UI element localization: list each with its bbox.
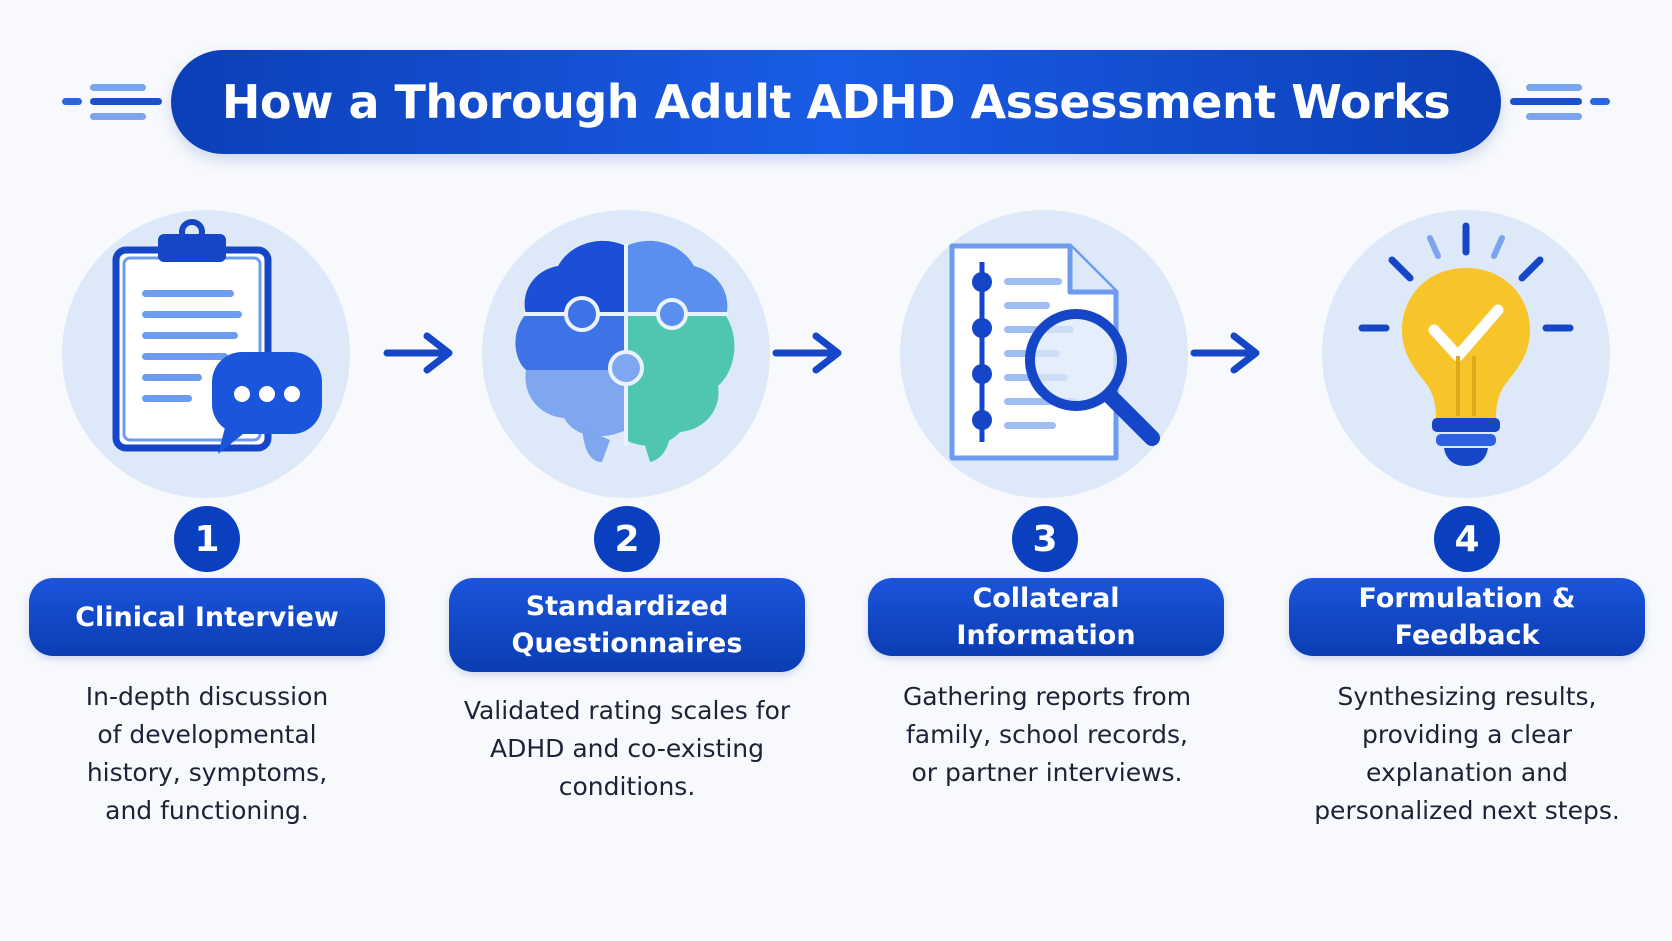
step-3-label-text: Collateral Information	[956, 583, 1136, 651]
arrow-right-icon	[1190, 332, 1260, 374]
page-title: How a Thorough Adult ADHD Assessment Wor…	[221, 75, 1451, 129]
step-1-description: In-depth discussion of developmental his…	[85, 682, 329, 825]
step-2-label: Standardized Questionnaires	[449, 578, 805, 672]
step-4-label: Formulation & Feedback	[1289, 578, 1645, 656]
step-2-description: Validated rating scales for ADHD and co-…	[463, 696, 791, 801]
arrow-right-icon	[772, 332, 842, 374]
step-4-description: Synthesizing results, providing a clear …	[1314, 682, 1620, 825]
speed-lines-left-icon	[62, 84, 162, 120]
step-3-number-badge: 3	[1012, 506, 1078, 572]
step-1-label-text: Clinical Interview	[75, 601, 339, 633]
step-3-icon-circle	[900, 210, 1188, 498]
step-4-number-badge: 4	[1434, 506, 1500, 572]
step-1-icon-circle	[62, 210, 350, 498]
document-magnifier-icon	[949, 243, 1160, 461]
step-2-label-text: Standardized Questionnaires	[511, 591, 743, 659]
arrow-right-icon	[383, 332, 453, 374]
step-2-icon-circle	[482, 210, 770, 498]
step-1-number-badge: 1	[174, 506, 240, 572]
step-2-number-badge: 2	[594, 506, 660, 572]
step-3-label: Collateral Information	[868, 578, 1224, 656]
step-4-label-text: Formulation & Feedback	[1358, 583, 1576, 651]
brain-puzzle-icon	[515, 240, 735, 462]
lightbulb-check-icon	[1358, 222, 1574, 466]
step-1-label: Clinical Interview	[29, 578, 385, 656]
title-banner: How a Thorough Adult ADHD Assessment Wor…	[171, 50, 1501, 154]
step-3-description: Gathering reports from family, school re…	[902, 682, 1192, 787]
step-4-icon-circle	[1322, 210, 1610, 498]
speed-lines-right-icon	[1510, 84, 1610, 120]
clipboard-chat-icon	[112, 219, 322, 454]
